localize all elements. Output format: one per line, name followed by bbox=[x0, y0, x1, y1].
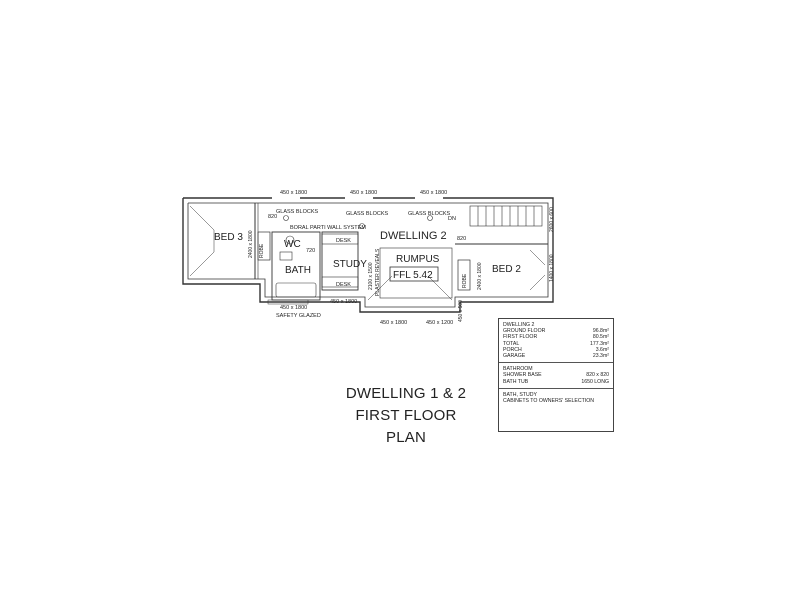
room-rumpus: RUMPUS bbox=[396, 254, 440, 265]
area-row: GARAGE 23.3m² bbox=[503, 353, 609, 360]
robe-right-outline bbox=[457, 259, 471, 291]
outer-walls bbox=[182, 197, 554, 313]
dim-vertical-450-500: 450 x 500 bbox=[458, 300, 464, 322]
bed2-ceiling-lines bbox=[529, 249, 546, 291]
area-table-heading: DWELLING 2 bbox=[503, 322, 535, 328]
note-line-2: CABINETS TO OWNERS' SELECTION bbox=[503, 398, 595, 405]
dim-door-820-b: 820 bbox=[457, 236, 466, 242]
glass-block-markers bbox=[283, 215, 433, 229]
label-dn: DN bbox=[448, 216, 456, 222]
label-glass-blocks-3: GLASS BLOCKS bbox=[408, 211, 451, 217]
room-bed3: BED 3 bbox=[214, 232, 243, 243]
note-line-1: BATH, STUDY bbox=[503, 391, 537, 398]
label-glass-blocks-1: GLASS BLOCKS bbox=[276, 209, 319, 215]
bathroom-heading: BATHROOM bbox=[503, 366, 533, 373]
dim-top-left: 450 x 1800 bbox=[280, 190, 307, 196]
plan-title: DWELLING 1 & 2 FIRST FLOOR PLAN bbox=[336, 383, 476, 449]
stair bbox=[469, 205, 543, 227]
bed3-ceiling-lines bbox=[189, 205, 215, 277]
dim-vertical-2400-1800-left: 2400 x 1800 bbox=[248, 230, 254, 258]
desk-bottom-outline bbox=[321, 276, 359, 288]
dim-top-right: 450 x 1800 bbox=[420, 190, 447, 196]
bath-tub bbox=[275, 282, 317, 298]
room-study: STUDY bbox=[333, 259, 367, 270]
label-robe-left: ROBE bbox=[259, 243, 265, 258]
basin bbox=[279, 251, 293, 261]
bathroom-row: BATH TUB 1650 LONG bbox=[503, 378, 609, 385]
plan-title-line1: DWELLING 1 & 2 bbox=[345, 385, 467, 402]
robe-left-outline bbox=[257, 231, 271, 261]
label-boral: BORAL PARTI WALL SYSTEM bbox=[290, 225, 366, 231]
room-bath: BATH bbox=[285, 265, 311, 276]
room-bed2: BED 2 bbox=[492, 264, 521, 275]
dim-study-bottom: 450 x 1800 bbox=[330, 299, 357, 305]
area-row: FIRST FLOOR 80.5m² bbox=[503, 334, 609, 341]
area-row: TOTAL 177.3m² bbox=[503, 340, 609, 347]
dim-door-820-a: 820 bbox=[268, 214, 277, 220]
rumpus-ceiling-lines bbox=[367, 275, 453, 301]
ffl-box bbox=[389, 266, 439, 282]
dim-top-mid: 450 x 1800 bbox=[350, 190, 377, 196]
dim-vertical-2400-1800-right: 2400 x 1800 bbox=[477, 262, 483, 290]
dim-vertical-1400-1800: 1400 x 1800 bbox=[549, 254, 555, 282]
plan-title-line2: FIRST FLOOR PLAN bbox=[355, 407, 457, 446]
bath-window bbox=[267, 299, 309, 305]
label-robe-right: ROBE bbox=[462, 273, 468, 288]
area-schedule-table: DWELLING 2 GROUND FLOOR 96.8m² FIRST FLO… bbox=[498, 318, 614, 432]
dim-vertical-2100-1500: 2100 x 1500 bbox=[368, 262, 374, 290]
area-row: GROUND FLOOR 96.8m² bbox=[503, 328, 609, 335]
label-desk-top: DESK bbox=[336, 238, 351, 244]
table-divider bbox=[499, 362, 613, 364]
dim-rumpus-bottom-left: 450 x 1800 bbox=[380, 320, 407, 326]
wc-fixture bbox=[285, 235, 295, 245]
label-safety-glazed: SAFETY GLAZED bbox=[276, 313, 321, 319]
label-plaster-reveals: PLASTER REVEALS bbox=[375, 248, 381, 296]
label-desk-bottom: DESK bbox=[336, 282, 351, 288]
study-outline bbox=[321, 231, 359, 291]
room-dwelling: DWELLING 2 bbox=[380, 230, 447, 242]
label-ffl: FFL 5.42 bbox=[393, 270, 433, 281]
label-glass-blocks-2: GLASS BLOCKS bbox=[346, 211, 389, 217]
dim-bath-bottom: 450 x 1800 bbox=[280, 305, 307, 311]
dim-door-720: 720 bbox=[306, 248, 315, 254]
dim-vertical-2600-600: 2600 x 600 bbox=[549, 207, 555, 232]
area-row: PORCH 3.6m² bbox=[503, 346, 609, 353]
desk-top-outline bbox=[321, 233, 359, 245]
rumpus-outline bbox=[379, 247, 453, 299]
bathroom-row: SHOWER BASE 820 x 820 bbox=[503, 372, 609, 379]
table-divider bbox=[499, 387, 613, 389]
dim-rumpus-bottom-right: 450 x 1200 bbox=[426, 320, 453, 326]
room-wc: WC bbox=[284, 239, 301, 250]
